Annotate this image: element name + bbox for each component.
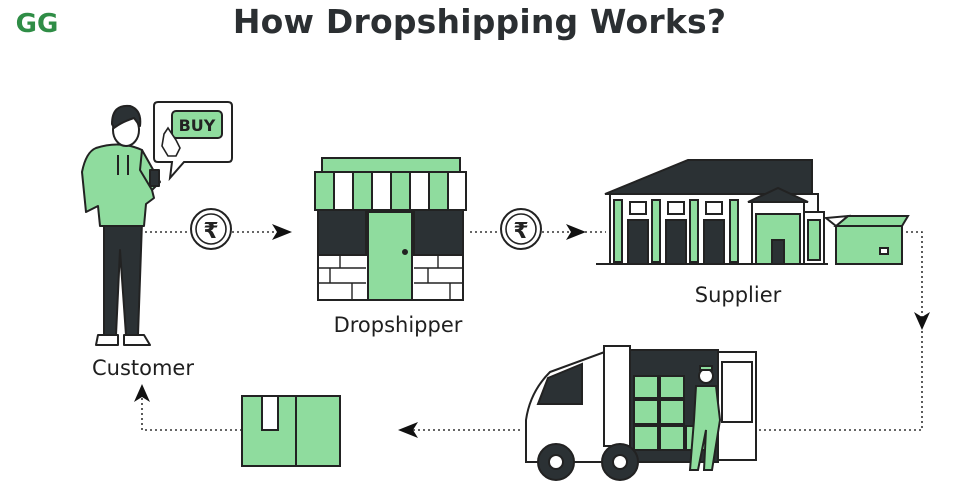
arrow-to-supplier [566, 224, 586, 240]
rupee-icon: ₹ [203, 219, 218, 244]
label-dropshipper: Dropshipper [334, 313, 463, 337]
page-title: How Dropshipping Works? [232, 2, 727, 41]
buy-speech-bubble: BUY [153, 101, 233, 182]
payment-coin-1: ₹ [190, 208, 232, 250]
svg-text:BUY: BUY [179, 116, 216, 135]
arrow-down-to-van [914, 312, 930, 330]
delivery-van [525, 345, 757, 481]
customer-figure [81, 104, 161, 346]
arrow-to-dropshipper [272, 224, 292, 240]
rupee-icon: ₹ [513, 219, 528, 244]
buy-button [171, 110, 223, 139]
arrow-to-package [398, 422, 418, 438]
hand-cursor-icon [161, 126, 181, 157]
arrow-up-to-customer [134, 384, 150, 402]
payment-coin-2: ₹ [500, 208, 542, 250]
geeksforgeeks-logo: GG [16, 9, 59, 38]
supplier-parcel-box [823, 214, 910, 265]
label-supplier: Supplier [695, 283, 782, 307]
delivered-package [241, 395, 341, 467]
flow-connectors [141, 231, 923, 431]
supplier-warehouse [596, 159, 828, 265]
svg-text:GG: GG [16, 9, 59, 38]
dropshipper-store [314, 157, 467, 301]
label-customer: Customer [92, 356, 194, 380]
